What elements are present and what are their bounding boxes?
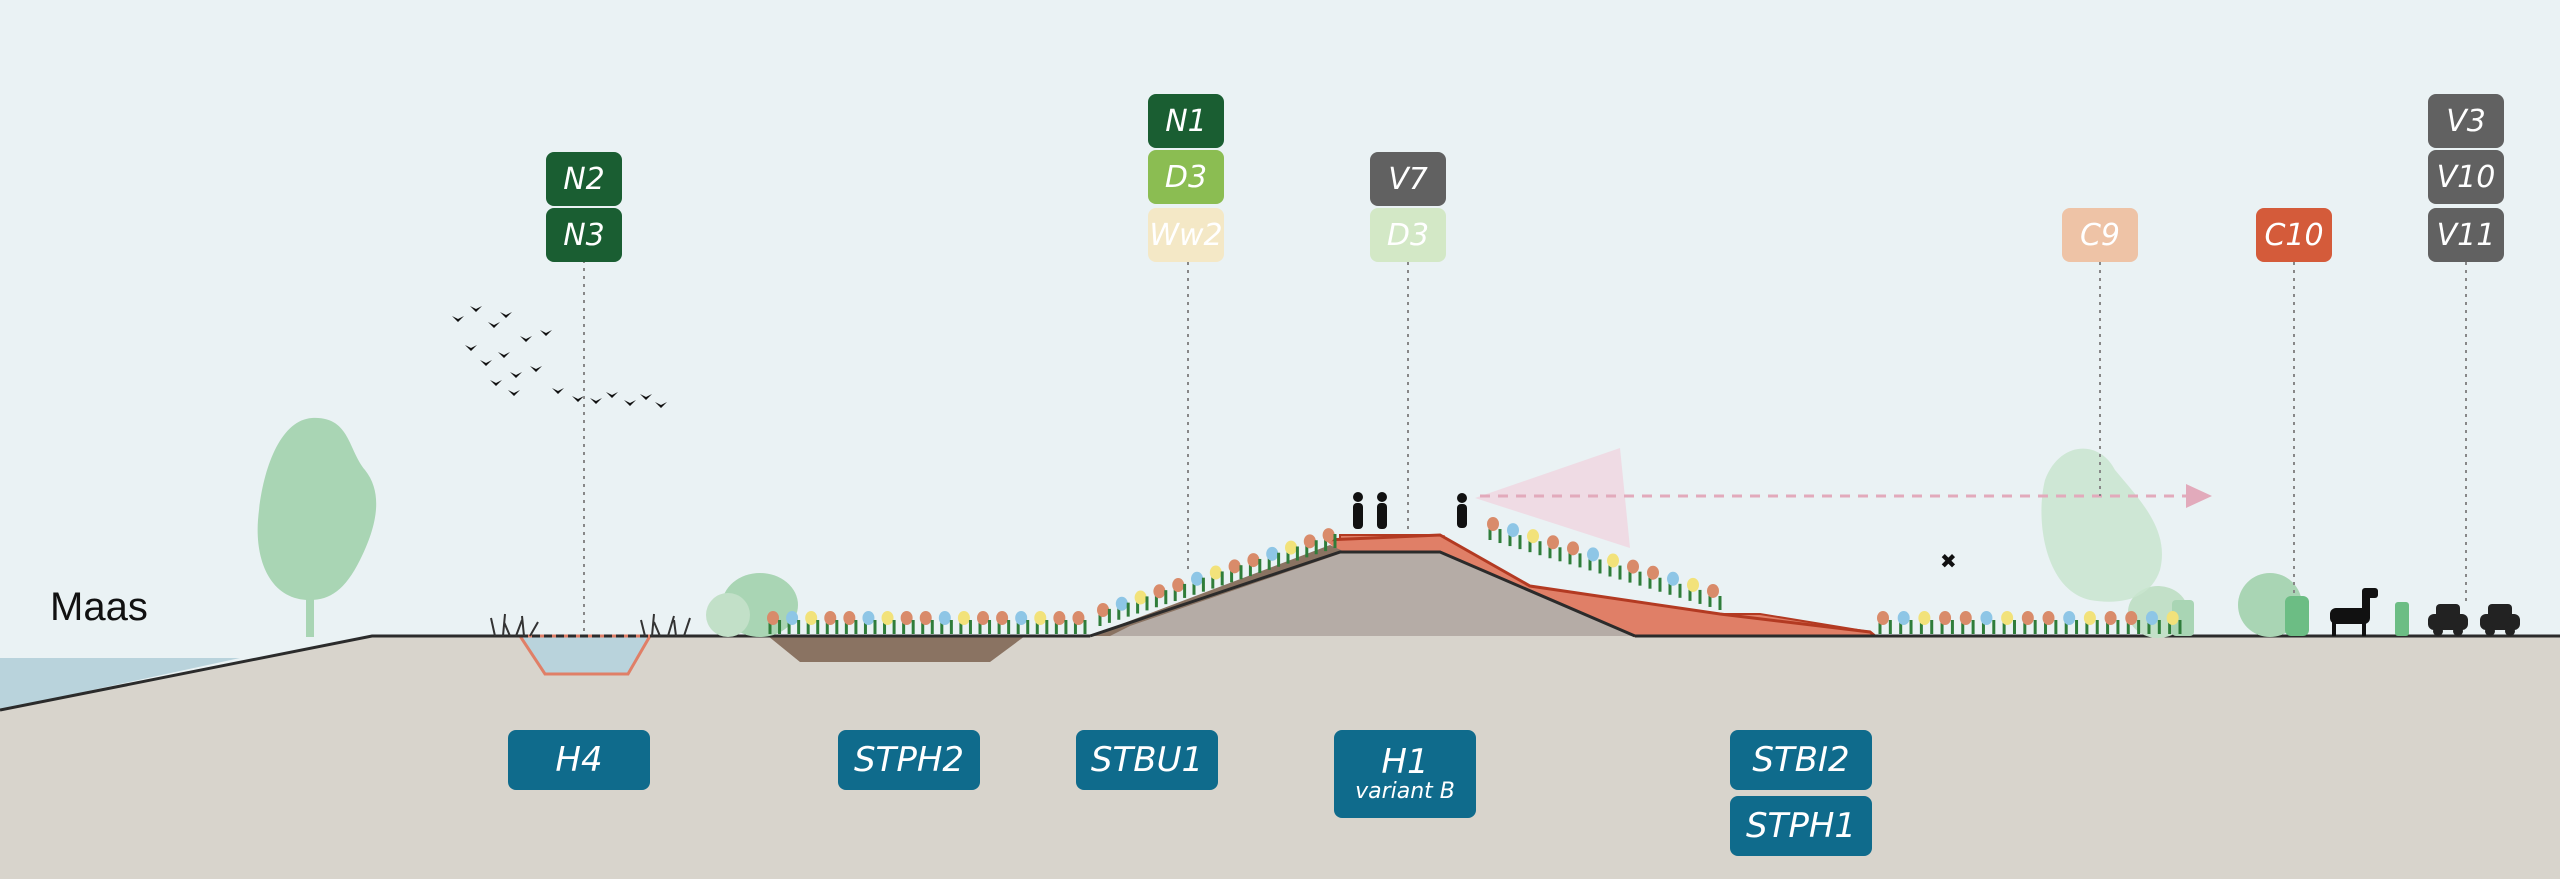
car-icon bbox=[2428, 604, 2468, 636]
goat-icon bbox=[2330, 588, 2378, 636]
ground bbox=[0, 552, 2560, 879]
dike-outline bbox=[1089, 550, 1636, 638]
tag-n3: N3 bbox=[546, 208, 622, 262]
tag-stbi2: STBI2 bbox=[1730, 730, 1872, 790]
car-icon bbox=[2480, 604, 2520, 636]
tag-c10: C10 bbox=[2256, 208, 2332, 262]
reeds-icon bbox=[490, 613, 539, 637]
tag-v11: V11 bbox=[2428, 208, 2504, 262]
river-label: Maas bbox=[50, 585, 148, 629]
faded-tree-icon bbox=[2041, 448, 2162, 602]
reeds-icon bbox=[640, 613, 691, 637]
cyclist-icon bbox=[1457, 493, 1467, 528]
post-icon bbox=[2395, 602, 2409, 636]
tag-n2: N2 bbox=[546, 152, 622, 206]
tag-stbu1: STBU1 bbox=[1076, 730, 1218, 790]
cross-marker-icon: ✖ bbox=[1940, 549, 1957, 573]
flower-strip-right bbox=[1877, 611, 2182, 634]
bush-icon bbox=[706, 593, 750, 637]
bin-icon bbox=[2285, 596, 2309, 636]
tag-d3-faded: D3 bbox=[1370, 208, 1446, 262]
tag-ww2: Ww2 bbox=[1148, 208, 1224, 262]
swale bbox=[768, 636, 1025, 662]
dike-core bbox=[1090, 552, 1635, 636]
view-cone bbox=[1475, 448, 1630, 548]
flower-strip-left bbox=[767, 611, 1087, 634]
tag-v3: V3 bbox=[2428, 94, 2504, 148]
hedge-icon bbox=[2172, 600, 2194, 636]
tag-h1-label: H1 bbox=[1381, 742, 1429, 782]
tag-n1: N1 bbox=[1148, 94, 1224, 148]
ditch bbox=[517, 634, 653, 676]
tag-v10: V10 bbox=[2428, 150, 2504, 204]
tag-stph1: STPH1 bbox=[1730, 796, 1872, 856]
tag-h4: H4 bbox=[508, 730, 650, 790]
flower-strip-outer-slope bbox=[1487, 517, 1722, 610]
view-arrow-head bbox=[2186, 484, 2212, 508]
tree-trunk bbox=[306, 585, 314, 637]
pedestrians-icon bbox=[1353, 492, 1387, 529]
tag-h1-variant: variant B bbox=[1355, 779, 1455, 804]
flower-strip-slope bbox=[1097, 528, 1337, 626]
tag-c9: C9 bbox=[2062, 208, 2138, 262]
dike-crest-outline bbox=[1324, 533, 1876, 638]
bird-flock-icon bbox=[452, 306, 667, 408]
tag-d3: D3 bbox=[1148, 150, 1224, 204]
tag-stph2: STPH2 bbox=[838, 730, 980, 790]
tag-v7: V7 bbox=[1370, 152, 1446, 206]
tree-icon bbox=[257, 417, 377, 600]
ground-line bbox=[0, 634, 520, 712]
tag-h1: H1 variant B bbox=[1334, 730, 1476, 818]
